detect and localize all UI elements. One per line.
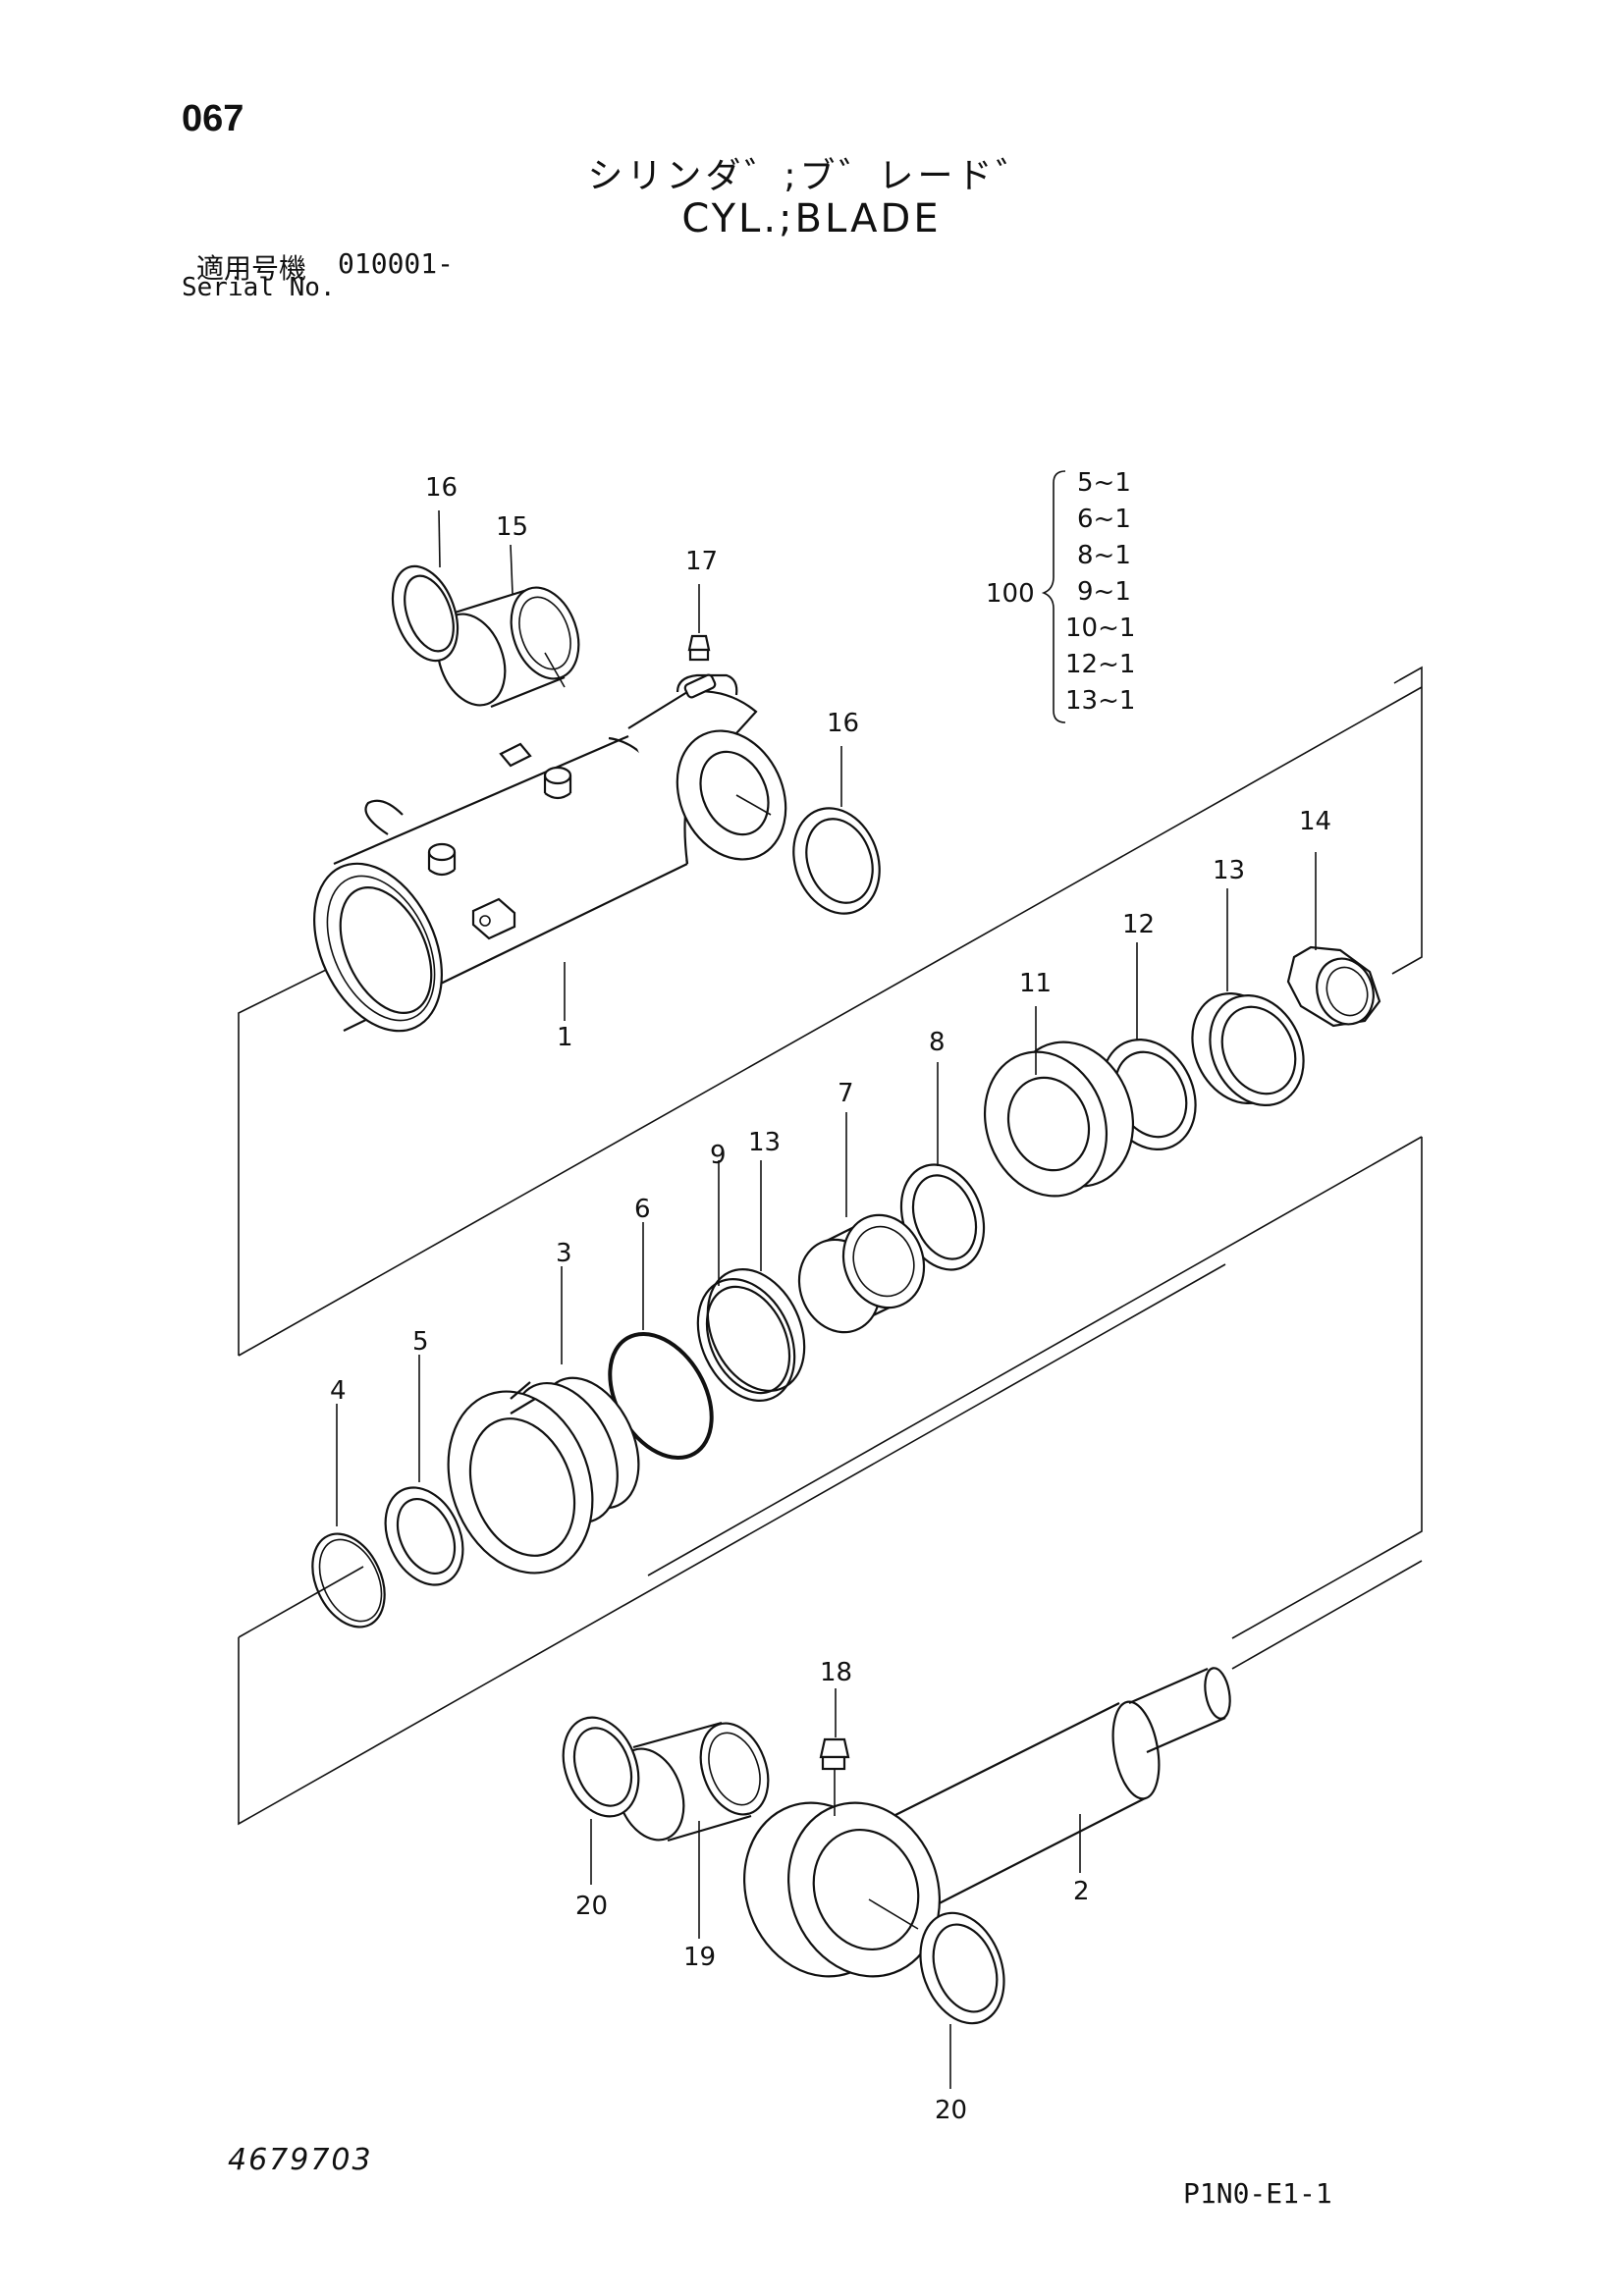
part-dust-seal-20a: [562, 1716, 640, 1885]
callout-12: 12: [1122, 910, 1155, 939]
kit-item: 13~1: [1065, 686, 1135, 716]
callout-1: 1: [557, 1023, 573, 1052]
callout-8: 8: [929, 1028, 946, 1057]
kit-number: 100: [986, 579, 1035, 609]
part-rod-cover-11: [983, 1006, 1135, 1198]
callout-17: 17: [685, 547, 718, 576]
part-dust-seal-16b: [792, 746, 881, 915]
callout-6: 6: [634, 1195, 651, 1224]
document-number: 4679703: [228, 2143, 373, 2177]
kit-item: 10~1: [1065, 614, 1135, 643]
title-japanese: シリンダ゛;ブ゛レード゛: [587, 156, 1036, 196]
callout-9: 9: [710, 1141, 727, 1170]
page-number: 067: [182, 98, 244, 139]
part-snap-ring-4: [311, 1404, 386, 1629]
callout-7: 7: [838, 1079, 854, 1108]
callout-3: 3: [556, 1239, 572, 1268]
callout-4: 4: [330, 1376, 347, 1406]
kit-brace: [1041, 470, 1066, 723]
callout-16b: 16: [827, 709, 859, 738]
callout-11: 11: [1019, 969, 1052, 998]
serial-value: 010001-: [338, 247, 455, 280]
part-cylinder-tube: [313, 673, 787, 1033]
kit-item: 8~1: [1077, 541, 1131, 570]
kit-list: 100 5~1 6~1 8~1 9~1 10~1 12~1 13~1: [986, 468, 1135, 716]
callout-5: 5: [412, 1327, 429, 1357]
part-ring-13a: [1191, 888, 1305, 1107]
sheet-code: P1N0-E1-1: [1183, 2177, 1332, 2210]
part-grease-fitting-18: [819, 1688, 850, 1816]
part-piston-rod-2: [742, 1667, 1231, 1978]
callout-14: 14: [1299, 807, 1331, 836]
kit-item: 6~1: [1077, 505, 1131, 534]
callout-2: 2: [1073, 1877, 1090, 1906]
callout-20a: 20: [575, 1892, 608, 1921]
callout-18: 18: [820, 1658, 852, 1687]
part-piston-3: [447, 1266, 640, 1575]
kit-item: 5~1: [1077, 468, 1131, 498]
part-nut-14: [1286, 852, 1381, 1028]
kit-item: 12~1: [1065, 650, 1135, 679]
kit-item: 9~1: [1077, 577, 1131, 607]
part-grease-fitting-17: [687, 584, 711, 662]
part-dust-seal-20b: [919, 1911, 1005, 2089]
callout-16a: 16: [425, 473, 458, 503]
part-dust-seal-16a: [391, 509, 460, 663]
callout-13b: 13: [748, 1128, 781, 1157]
title-english: CYL.;BLADE: [681, 196, 942, 241]
part-ring-13b: [706, 1160, 806, 1393]
callout-15: 15: [496, 512, 528, 542]
callout-20b: 20: [935, 2096, 967, 2125]
serial-label-japanese: 適用号機: [196, 252, 307, 285]
part-ring-5: [384, 1355, 464, 1586]
callout-19: 19: [683, 1943, 716, 1972]
callout-13a: 13: [1213, 856, 1245, 885]
callout-labels: 16 15 17 16 1 14 13 12 11 8 7 13 9 6 3 5…: [330, 473, 1331, 2125]
serial-label-english: Serial No.: [182, 273, 336, 302]
part-collar-7: [797, 1112, 926, 1334]
